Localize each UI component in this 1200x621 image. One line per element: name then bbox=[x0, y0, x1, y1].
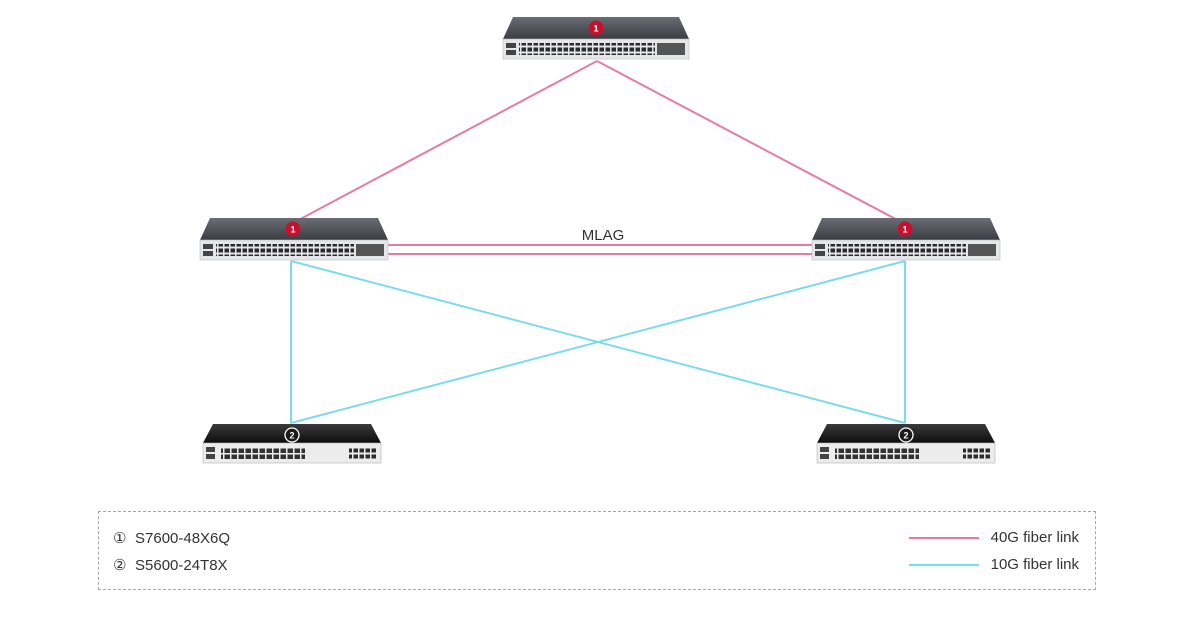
access-switch-left: 2 bbox=[202, 424, 382, 464]
number-one-icon: ① bbox=[113, 530, 127, 547]
device-badge-icon: 1 bbox=[285, 221, 301, 237]
legend-link-label: 40G fiber link bbox=[990, 529, 1079, 546]
device-badge-icon: 2 bbox=[284, 427, 300, 443]
device-badge-icon: 2 bbox=[898, 427, 914, 443]
line-40g-swatch-icon bbox=[908, 536, 979, 539]
links-40g bbox=[290, 60, 906, 255]
svg-text:2: 2 bbox=[903, 430, 908, 440]
device-badge-icon: 1 bbox=[588, 20, 604, 36]
core-switch-left: 1 bbox=[199, 218, 389, 261]
link-40g-top-to-left bbox=[290, 60, 598, 225]
line-10g-swatch-icon bbox=[908, 563, 979, 566]
svg-text:1: 1 bbox=[593, 23, 598, 33]
legend-box: ① S7600-48X6Q ② S5600-24T8X 40G fiber link… bbox=[98, 511, 1096, 590]
link-40g-top-to-right bbox=[596, 60, 906, 225]
legend-device-access: ② S5600-24T8X bbox=[113, 556, 228, 574]
legend-link-40g: 40G fiber link bbox=[908, 529, 1079, 546]
legend-model-label: S5600-24T8X bbox=[135, 557, 228, 574]
number-two-icon: ② bbox=[113, 557, 127, 574]
legend-link-label: 10G fiber link bbox=[990, 556, 1079, 573]
core-switch-right: 1 bbox=[811, 218, 1001, 261]
link-10g-right-core-to-left-access bbox=[290, 260, 906, 424]
legend-model-label: S7600-48X6Q bbox=[135, 530, 231, 547]
svg-text:1: 1 bbox=[290, 224, 295, 234]
svg-text:2: 2 bbox=[289, 430, 294, 440]
legend-link-10g: 10G fiber link bbox=[908, 556, 1079, 573]
svg-text:1: 1 bbox=[902, 224, 907, 234]
core-switch-top: 1 bbox=[502, 17, 690, 60]
mlag-label: MLAG bbox=[582, 227, 625, 244]
links-10g bbox=[290, 260, 906, 424]
legend-device-core: ① S7600-48X6Q bbox=[113, 529, 230, 547]
device-badge-icon: 1 bbox=[897, 221, 913, 237]
access-switch-right: 2 bbox=[816, 424, 996, 464]
